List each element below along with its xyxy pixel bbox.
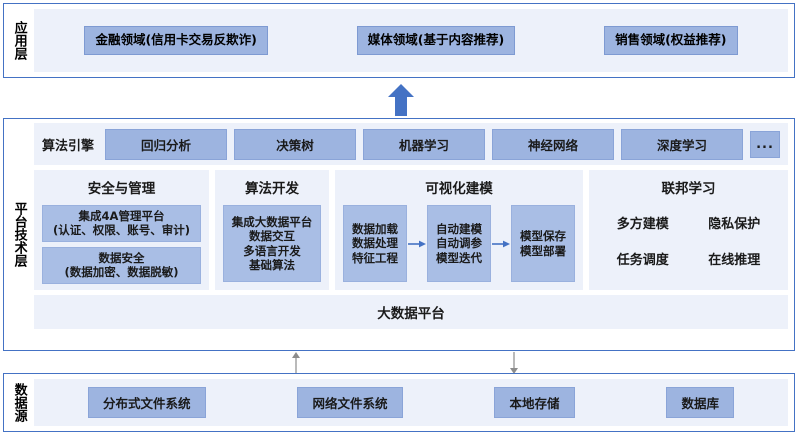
- algdev-line2: 数据交互: [249, 229, 295, 244]
- viz-step-data-prep[interactable]: 数据加载 数据处理 特征工程: [343, 205, 407, 282]
- viz-step1-line1: 数据加载: [352, 221, 398, 236]
- application-layer-label: 应用层: [11, 21, 27, 60]
- algdev-line3: 多语言开发: [243, 243, 301, 258]
- security-box-4a-line2: (认证、权限、账号、审计): [52, 223, 190, 238]
- fed-item-multiparty-modeling[interactable]: 多方建模: [616, 217, 669, 233]
- viz-step3-line2: 模型部署: [520, 243, 566, 258]
- app-item-finance[interactable]: 金融领域(信用卡交易反欺诈): [84, 26, 268, 55]
- algorithm-engine-row: 算法引擎 回归分析 决策树 机器学习 神经网络 深度学习 ...: [34, 123, 788, 165]
- engine-chip-regression[interactable]: 回归分析: [105, 128, 228, 160]
- platform-technology-layer: 平台技术层 算法引擎 回归分析 决策树 机器学习 神经网络 深度学习 ... 安…: [3, 118, 795, 351]
- engine-chip-neural-network[interactable]: 神经网络: [492, 128, 615, 160]
- platform-modules-row: 安全与管理 集成4A管理平台 (认证、权限、账号、审计) 数据安全 (数据加密、…: [34, 170, 788, 290]
- arrow-right-icon: [408, 240, 426, 247]
- viz-flow-arrow-1: [407, 205, 427, 282]
- algdev-line4: 基础算法: [249, 257, 295, 272]
- viz-step1-line3: 特征工程: [352, 250, 398, 265]
- security-box-data-line1: 数据安全: [98, 250, 145, 265]
- module-viz-steps: 数据加载 数据处理 特征工程 自动建模 自动调参 模型迭代: [343, 205, 575, 282]
- arrow-up-icon: [292, 352, 300, 374]
- module-viz-title: 可视化建模: [425, 181, 493, 197]
- data-item-database[interactable]: 数据库: [666, 387, 734, 418]
- data-item-network-fs[interactable]: 网络文件系统: [297, 387, 403, 418]
- security-box-data-line2: (数据加密、数据脱敏): [64, 265, 179, 280]
- fed-item-task-scheduling[interactable]: 任务调度: [616, 252, 669, 268]
- viz-step1-line2: 数据处理: [352, 236, 398, 251]
- module-algorithm-development: 算法开发 集成大数据平台 数据交互 多语言开发 基础算法: [215, 170, 329, 290]
- viz-step-auto-modeling[interactable]: 自动建模 自动调参 模型迭代: [427, 205, 491, 282]
- engine-chip-deep-learning[interactable]: 深度学习: [621, 128, 744, 160]
- application-items-row: 金融领域(信用卡交易反欺诈) 媒体领域(基于内容推荐) 销售领域(权益推荐): [34, 26, 788, 55]
- algdev-box[interactable]: 集成大数据平台 数据交互 多语言开发 基础算法: [223, 205, 321, 282]
- data-source-layer-body: 分布式文件系统 网络文件系统 本地存储 数据库: [34, 379, 788, 426]
- algorithm-engine-title: 算法引擎: [42, 138, 95, 154]
- viz-step2-line2: 自动调参: [436, 236, 482, 251]
- security-box-data-security[interactable]: 数据安全 (数据加密、数据脱敏): [42, 246, 201, 284]
- module-security-title: 安全与管理: [87, 181, 156, 197]
- module-fed-grid: 多方建模 隐私保护 任务调度 在线推理: [597, 205, 780, 282]
- module-algdev-boxes: 集成大数据平台 数据交互 多语言开发 基础算法: [223, 205, 321, 282]
- platform-layer-body: 算法引擎 回归分析 决策树 机器学习 神经网络 深度学习 ... 安全与管理 集…: [34, 123, 788, 346]
- up-arrow-icon: [388, 84, 414, 116]
- module-algdev-title: 算法开发: [245, 181, 299, 197]
- fed-item-online-inference[interactable]: 在线推理: [708, 252, 761, 268]
- arrow-right-icon: [492, 240, 510, 247]
- viz-step3-line1: 模型保存: [520, 229, 566, 244]
- module-federated-learning: 联邦学习 多方建模 隐私保护 任务调度 在线推理: [589, 170, 788, 290]
- viz-flow-arrow-2: [491, 205, 511, 282]
- algdev-line1: 集成大数据平台: [231, 214, 313, 229]
- security-box-4a-line1: 集成4A管理平台: [78, 209, 165, 223]
- big-data-platform-bar[interactable]: 大数据平台: [34, 295, 788, 329]
- big-data-platform-label: 大数据平台: [377, 306, 445, 322]
- data-source-layer: 数据源 分布式文件系统 网络文件系统 本地存储 数据库: [3, 373, 795, 432]
- module-security-boxes: 集成4A管理平台 (认证、权限、账号、审计) 数据安全 (数据加密、数据脱敏): [42, 205, 201, 284]
- data-source-layer-label: 数据源: [11, 383, 27, 422]
- viz-step2-line1: 自动建模: [436, 221, 482, 236]
- module-security-management: 安全与管理 集成4A管理平台 (认证、权限、账号、审计) 数据安全 (数据加密、…: [34, 170, 209, 290]
- viz-step-model-deploy[interactable]: 模型保存 模型部署: [511, 205, 575, 282]
- data-item-distributed-fs[interactable]: 分布式文件系统: [87, 387, 206, 418]
- app-item-sales[interactable]: 销售领域(权益推荐): [604, 26, 738, 55]
- engine-chip-machine-learning[interactable]: 机器学习: [363, 128, 486, 160]
- data-item-local-storage[interactable]: 本地存储: [494, 387, 575, 418]
- app-item-media[interactable]: 媒体领域(基于内容推荐): [356, 26, 516, 55]
- viz-step2-line3: 模型迭代: [436, 250, 482, 265]
- engine-chip-decision-tree[interactable]: 决策树: [234, 128, 357, 160]
- platform-layer-label: 平台技术层: [11, 202, 27, 267]
- module-fed-title: 联邦学习: [661, 181, 716, 197]
- fed-item-privacy-protection[interactable]: 隐私保护: [708, 217, 761, 233]
- data-source-items-row: 分布式文件系统 网络文件系统 本地存储 数据库: [34, 387, 788, 418]
- application-layer-body: 金融领域(信用卡交易反欺诈) 媒体领域(基于内容推荐) 销售领域(权益推荐): [34, 9, 788, 72]
- engine-chip-more[interactable]: ...: [750, 130, 781, 158]
- security-box-4a-platform[interactable]: 集成4A管理平台 (认证、权限、账号、审计): [42, 205, 201, 242]
- application-layer: 应用层 金融领域(信用卡交易反欺诈) 媒体领域(基于内容推荐) 销售领域(权益推…: [3, 3, 795, 78]
- arrow-down-icon: [510, 352, 518, 374]
- module-visual-modeling: 可视化建模 数据加载 数据处理 特征工程 自动建模: [335, 170, 583, 290]
